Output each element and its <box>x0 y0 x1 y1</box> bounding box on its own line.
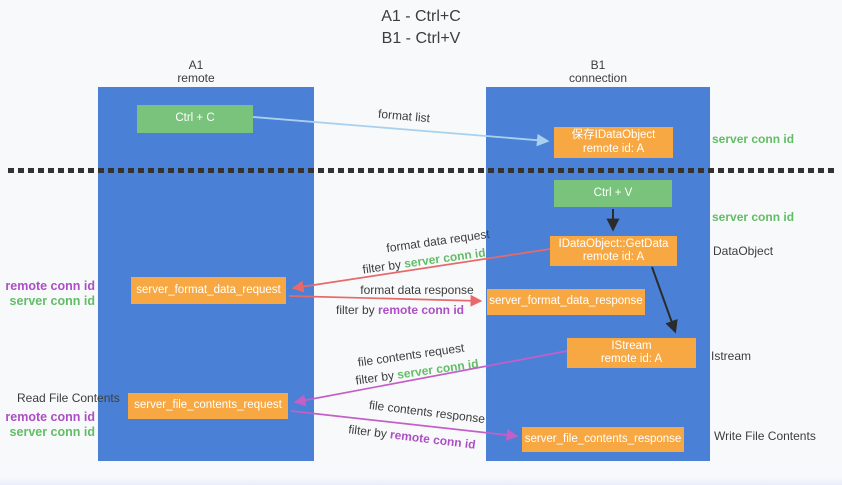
server-conn-id-annotation-2: server conn id <box>9 425 95 439</box>
file-request-label: server_file_contents_request <box>134 399 282 412</box>
save-idataobject-box: 保存IDataObject remote id: A <box>554 127 673 158</box>
idataobject-getdata-box: IDataObject::GetData remote id: A <box>550 236 677 266</box>
left-column-name: A1 <box>188 58 204 72</box>
file-response-label: server_file_contents_response <box>524 432 682 445</box>
server-file-contents-response-box: server_file_contents_response <box>522 427 684 452</box>
format-request-label: server_format_data_request <box>136 283 281 296</box>
ctrl-v-box: Ctrl + V <box>554 180 672 207</box>
left-conn-id-group-2: remote conn id server conn id <box>0 410 95 440</box>
server-file-contents-request-box: server_file_contents_request <box>128 393 288 419</box>
right-column-role: connection <box>568 71 628 85</box>
getdata-line2: remote id: A <box>582 251 645 263</box>
ctrl-v-label: Ctrl + V <box>593 186 633 199</box>
file-contents-response-label: file contents response <box>368 397 486 427</box>
server-conn-id-annotation-top: server conn id <box>712 132 795 146</box>
left-column-role: remote <box>177 71 215 85</box>
ctrl-c-box: Ctrl + C <box>137 105 253 133</box>
filter-by-text: filter by <box>354 367 399 388</box>
dataobject-annotation: DataObject <box>713 244 774 258</box>
remote-conn-id-text: remote conn id <box>389 427 477 452</box>
bottom-fade <box>0 477 842 485</box>
diagram-title: A1 - Ctrl+C B1 - Ctrl+V <box>316 6 526 50</box>
filter-by-text: filter by <box>347 422 392 442</box>
format-list-label: format list <box>377 106 431 126</box>
left-column-header: A1 remote <box>98 59 294 85</box>
dotted-separator-line <box>8 168 836 173</box>
remote-conn-id-annotation-2: remote conn id <box>5 410 95 424</box>
server-conn-id-annotation-1: server conn id <box>9 294 95 308</box>
format-data-response-label: format data response <box>360 283 474 297</box>
remote-conn-id-annotation-1: remote conn id <box>5 279 95 293</box>
remote-conn-id-text: remote conn id <box>378 303 465 317</box>
filter-by-text: filter by <box>361 256 406 277</box>
right-column-name: B1 <box>590 58 606 72</box>
ctrl-c-label: Ctrl + C <box>175 112 215 125</box>
title-line-1: A1 - Ctrl+C <box>381 8 461 25</box>
getdata-line1: IDataObject::GetData <box>558 237 669 250</box>
server-conn-id-annotation-mid: server conn id <box>712 210 795 224</box>
write-file-contents-annotation: Write File Contents <box>714 429 816 443</box>
read-file-contents-annotation: Read File Contents <box>17 391 120 405</box>
left-conn-id-group-1: remote conn id server conn id <box>0 279 95 309</box>
save-idataobject-line2: remote id: A <box>582 142 645 155</box>
right-column-header: B1 connection <box>486 59 710 85</box>
filter-by-remote-conn-id-label-2: filter by remote conn id <box>348 422 477 451</box>
title-line-2: B1 - Ctrl+V <box>381 30 461 47</box>
save-idataobject-line1: 保存IDataObject <box>571 129 656 141</box>
istream-line2: remote id: A <box>600 353 663 365</box>
server-format-data-request-box: server_format_data_request <box>131 277 286 304</box>
format-response-label: server_format_data_response <box>489 295 643 308</box>
filter-by-text: filter by <box>335 303 378 317</box>
istream-annotation: Istream <box>711 349 752 363</box>
istream-line1: IStream <box>611 339 652 352</box>
filter-by-remote-conn-id-label-1: filter by remote conn id <box>336 303 464 317</box>
istream-box: IStream remote id: A <box>567 338 696 368</box>
filter-by-server-conn-id-label-1: filter by server conn id <box>362 245 487 276</box>
server-format-data-response-box: server_format_data_response <box>487 289 645 315</box>
